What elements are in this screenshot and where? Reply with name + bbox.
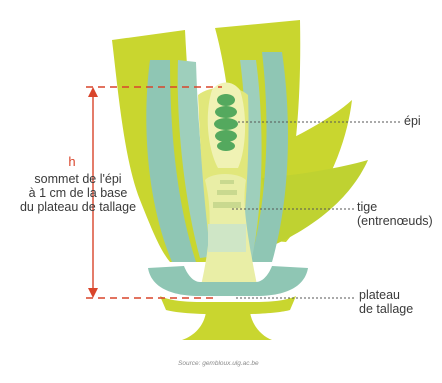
root-base — [182, 312, 272, 340]
internode-2 — [217, 190, 237, 195]
stem-label-line-2: (entrenœuds) — [357, 214, 433, 229]
source-credit: Source: gembloux.ulg.ac.be — [178, 360, 259, 367]
spike-label: épi — [404, 114, 421, 129]
internode-3 — [213, 202, 241, 208]
tillering-plate — [160, 296, 296, 315]
tillering-plate-label-line-2: de tallage — [359, 302, 413, 317]
internode-1 — [220, 180, 234, 184]
height-description-line-3: du plateau de tallage — [14, 200, 142, 215]
internode-4 — [208, 224, 246, 252]
measure-arrow-head-top — [88, 87, 98, 97]
height-description-line-1: sommet de l'épi — [14, 172, 142, 187]
stem-label-line-1: tige — [357, 200, 377, 215]
measure-arrow-head-bottom — [88, 288, 98, 298]
height-description-line-2: à 1 cm de la base — [14, 186, 142, 201]
tillering-plate-label-line-1: plateau — [359, 288, 400, 303]
height-label: h — [62, 154, 82, 169]
